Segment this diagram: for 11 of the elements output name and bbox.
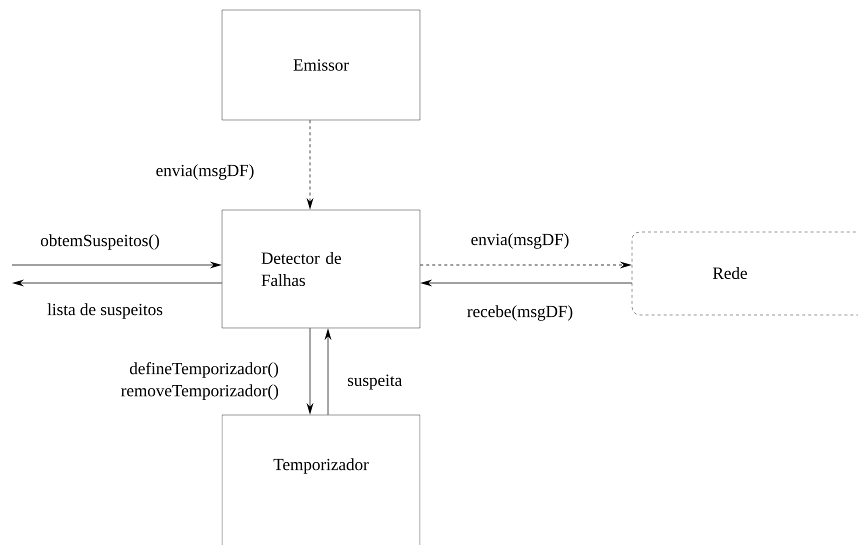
edge-label: suspeita (348, 374, 402, 390)
process-box: Emissor (222, 10, 420, 120)
network-box: Rede (632, 232, 858, 316)
edge-label: lista de suspeitos (48, 303, 162, 319)
edge-label: envia(msgDF) (156, 164, 254, 180)
edge-label: envia(msgDF) (471, 233, 569, 249)
edge-label: obtemSuspeitos() (40, 234, 159, 250)
edge-label: recebe(msgDF) (467, 305, 572, 321)
edge-label: defineTemporizador() removeTemporizador() (121, 362, 278, 400)
process-box: Detector de Falhas (222, 210, 420, 328)
process-box: Temporizador (222, 414, 420, 545)
